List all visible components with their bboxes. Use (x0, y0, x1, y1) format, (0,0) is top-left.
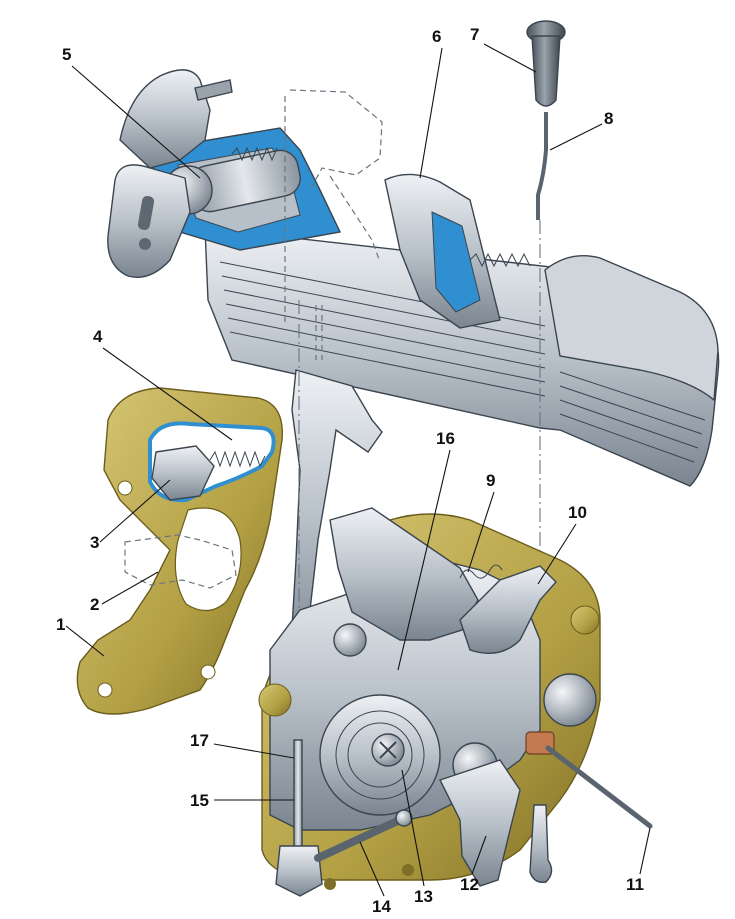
mounting-stud (194, 79, 233, 101)
callout-label: 14 (372, 897, 391, 916)
plate-hole (117, 480, 133, 496)
catch-spring (459, 564, 503, 579)
plate-hole (97, 682, 113, 698)
lock-mechanism (258, 507, 653, 897)
mounting-bracket (119, 69, 211, 169)
callout-label: 15 (190, 791, 209, 810)
connecting-rod (545, 745, 653, 829)
callout-14: 14 (359, 841, 391, 916)
callout-label: 17 (190, 731, 209, 750)
outer-plate-assembly (76, 387, 283, 715)
pivot-boss (333, 623, 367, 657)
vertical-rod (293, 739, 303, 851)
callout-13: 13 (401, 769, 433, 906)
slider-spring (209, 450, 266, 468)
plate-hole (402, 864, 414, 876)
callout-17: 17 (190, 731, 295, 759)
rotor-ring (347, 722, 413, 788)
callout-label: 5 (62, 45, 71, 64)
pivot-boss (570, 605, 600, 635)
outer-handle-assembly (107, 69, 720, 487)
rod-bracket (459, 565, 557, 654)
lock-rod (536, 112, 548, 220)
callout-15: 15 (190, 791, 294, 810)
callout-12: 12 (460, 835, 487, 894)
dashed-phantom-lever (124, 534, 237, 589)
rotor-cross (379, 741, 397, 759)
callout-5: 5 (62, 45, 201, 179)
handle-end-cap (544, 255, 719, 402)
callout-9: 9 (467, 471, 495, 573)
lock-button-and-rod (526, 20, 566, 220)
callout-label: 13 (414, 887, 433, 906)
callout-label: 9 (486, 471, 495, 490)
callout-6: 6 (419, 27, 443, 179)
callout-16: 16 (397, 429, 455, 671)
callout-label: 4 (93, 327, 103, 346)
callout-1: 1 (56, 615, 105, 657)
callout-10: 10 (537, 503, 587, 585)
callout-label: 7 (470, 25, 479, 44)
callout-label: 10 (568, 503, 587, 522)
callout-label: 2 (90, 595, 99, 614)
plate-hole (200, 664, 216, 680)
rod-end (529, 804, 553, 883)
phantom-linkage (289, 89, 383, 191)
cylinder-spring (231, 146, 278, 162)
callout-8: 8 (549, 109, 613, 151)
rod-fitting (275, 845, 323, 897)
key-hole (139, 238, 151, 250)
callout-7: 7 (470, 25, 537, 73)
callout-label: 3 (90, 533, 99, 552)
pivot-bolt (314, 814, 408, 862)
callout-label: 8 (604, 109, 613, 128)
callout-label: 6 (432, 27, 441, 46)
handle-lever-section (431, 211, 481, 313)
callout-11: 11 (626, 827, 651, 894)
plate-cutout (174, 507, 242, 612)
latch-lever (329, 507, 479, 641)
lever (439, 759, 521, 887)
pivot-boss (543, 673, 597, 727)
rotor-ring (335, 710, 425, 800)
callout-label: 11 (626, 875, 644, 894)
key-slot (137, 196, 155, 230)
pivot-boss (258, 683, 292, 717)
bolt-head (395, 809, 413, 827)
plate-hole (324, 878, 336, 890)
callout-4: 4 (93, 327, 233, 441)
callout-label: 1 (56, 615, 65, 634)
return-spring (469, 252, 531, 268)
slider (151, 445, 215, 501)
callout-label: 12 (460, 875, 479, 894)
callout-label: 16 (436, 429, 455, 448)
callout-3: 3 (90, 479, 171, 552)
lock-button-body (531, 35, 561, 107)
callouts: 1 2 3 4 5 6 7 8 (56, 25, 651, 916)
callout-2: 2 (90, 571, 159, 614)
